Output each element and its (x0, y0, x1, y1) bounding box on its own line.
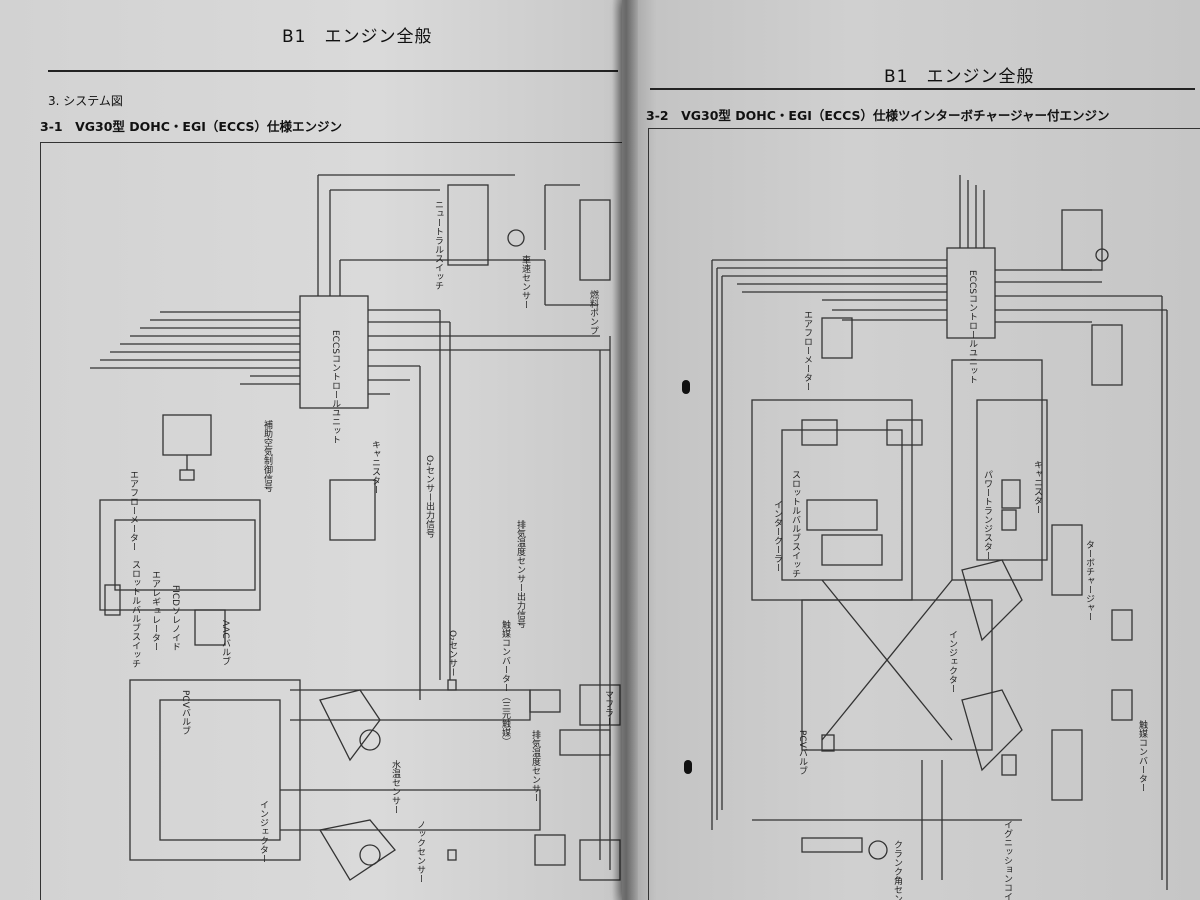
right-subsection-title: 3-2 VG30型 DOHC・EGI（ECCS）仕様ツインターボチャージャー付エ… (646, 108, 1110, 123)
left-air-regulator-label: エアレギュレーター (150, 570, 160, 651)
right-airflow-label: エアフローメーター (802, 310, 812, 391)
right-pcv-label: PCVバルブ (797, 730, 807, 775)
right-ecu-box (946, 247, 996, 339)
binder-hole-bottom (684, 760, 692, 774)
right-injector-label: インジェクター (947, 630, 957, 693)
right-catalyst-label: 触媒コンバーター (1137, 720, 1147, 792)
left-airflow-label: エアフローメーター (128, 470, 138, 551)
left-canister-shape (329, 479, 376, 541)
binder-hole-top (682, 380, 690, 394)
left-aac-label: AACバルブ (220, 620, 230, 666)
left-muffler-label: マフラー (603, 690, 613, 726)
left-muffler-shape (579, 684, 621, 726)
right-throttle-switch-label: スロットルバルブスイッチ (790, 470, 800, 578)
left-ecu-label: ECCSコントロールユニット (330, 330, 340, 444)
left-neutral-label: ニュートラルスイッチ (433, 200, 443, 290)
left-o2-signal-label: O₂センサー出力信号 (424, 455, 434, 538)
left-exhaust-signal-label: 排気温度センサー出力信号 (515, 520, 525, 628)
right-page-header: B1 エンジン全般 (884, 67, 1035, 87)
left-catalyst-label: 触媒コンバーター（三元触媒） (500, 620, 510, 746)
right-turbo-label: ターボチャージャー (1084, 540, 1094, 621)
left-page: B1 エンジン全般 3. システム図 3-1 VG30型 DOHC・EGI（EC… (0, 0, 628, 900)
right-canister-label: キャニスター (1032, 460, 1042, 514)
right-power-transistor-label: パワートランジスター (982, 470, 992, 560)
right-system-diagram (711, 175, 1168, 890)
right-turbo-lower (1051, 729, 1083, 801)
left-header-rule (48, 70, 618, 72)
left-section-title: 3. システム図 (48, 94, 123, 108)
left-o2-sensor-label: O₂センサー (447, 630, 457, 677)
right-ecu-label: ECCSコントロールユニット (967, 270, 977, 384)
right-turbo-upper (1051, 524, 1083, 596)
right-ignition-coil-label: イグニッションコイル (1002, 820, 1012, 900)
left-exhaust-temp-label: 排気温度センサー (530, 730, 540, 802)
right-intercooler-label: インタークーラー (772, 500, 782, 572)
left-injector-label: インジェクター (258, 800, 268, 863)
left-speed-sensor-label: 車速センサー (520, 255, 530, 309)
right-crank-sensor-label: クランク角センサー (892, 840, 902, 900)
left-fuel-pump-label: 燃料ポンプ (588, 290, 598, 335)
right-header-rule (650, 88, 1195, 90)
left-subsection-title: 3-1 VG30型 DOHC・EGI（ECCS）仕様エンジン (40, 119, 342, 134)
book-spine-shadow (612, 0, 638, 900)
left-knock-label: ノックセンサー (415, 820, 425, 883)
left-aux-air-label: 補助空気制御信号 (262, 420, 272, 492)
left-fico-label: FICDソレノイド (170, 585, 180, 652)
left-throttle-label: スロットルバルブスイッチ (130, 560, 140, 668)
left-canister-label: キャニスター (370, 440, 380, 494)
left-water-temp-label: 水温センサー (390, 760, 400, 814)
left-pcv-label: PCVバルブ (180, 690, 190, 735)
right-diagram-frame (648, 128, 1200, 900)
right-page: B1 エンジン全般 3-2 VG30型 DOHC・EGI（ECCS）仕様ツインタ… (622, 0, 1200, 900)
left-system-diagram (90, 174, 621, 881)
left-page-header: B1 エンジン全般 (282, 27, 433, 47)
